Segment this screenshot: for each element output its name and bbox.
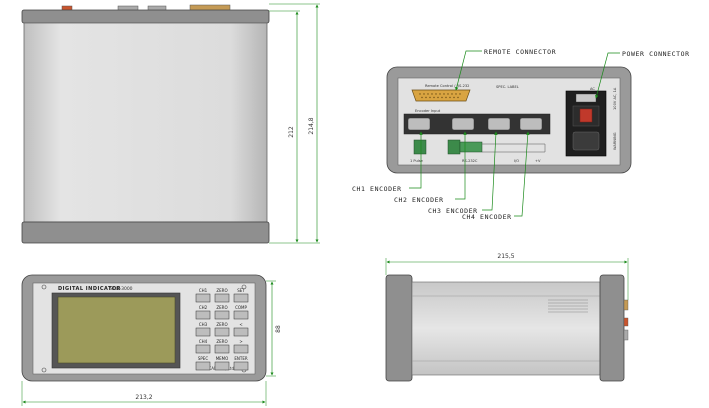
- key-spec-button[interactable]: [195, 361, 211, 371]
- key-zero-button[interactable]: [214, 344, 230, 354]
- dim-front-height: 88: [275, 325, 282, 333]
- key-label: ZERO: [216, 305, 227, 310]
- lcd-display: [57, 296, 176, 364]
- ch3-connector: [487, 117, 511, 131]
- callout-power-connector: POWER CONNECTOR: [622, 50, 690, 58]
- top-view: 212 214,8: [21, 3, 320, 244]
- front-panel-title: DIGITAL INDICATOR: [58, 286, 121, 292]
- terminal-icon: [447, 139, 461, 155]
- terminal-icon: [413, 139, 427, 155]
- key-label: CH2: [199, 305, 208, 310]
- front-dimensions: [21, 280, 276, 406]
- key-label: ZERO: [216, 339, 227, 344]
- front-panel-model: SCD-3000: [110, 286, 133, 292]
- svg-text:AC: AC: [590, 87, 595, 91]
- svg-text:Encoder Input: Encoder Input: [415, 109, 441, 113]
- key-label: ZERO: [216, 322, 227, 327]
- key-ch2-button[interactable]: [195, 310, 211, 320]
- rear-view: Remote Control / RS-232 SPEC. LABEL Enco…: [386, 66, 632, 174]
- key-zero-button[interactable]: [214, 310, 230, 320]
- callout-ch2-encoder: CH2 ENCODER: [394, 196, 444, 204]
- callout-ch4-encoder: CH4 ENCODER: [462, 213, 512, 221]
- key-enter-button[interactable]: [233, 361, 249, 371]
- callout-ch3-encoder: CH3 ENCODER: [428, 207, 478, 215]
- callout-leaders: [409, 50, 620, 217]
- remote-connector-icon: [411, 89, 471, 102]
- svg-text:RS-232C: RS-232C: [462, 159, 478, 163]
- callout-ch1-encoder: CH1 ENCODER: [352, 185, 402, 193]
- svg-text:100V AC, 1A: 100V AC, 1A: [613, 87, 617, 110]
- key-label: MEMO: [216, 356, 229, 361]
- dim-front-width: 213,2: [135, 394, 152, 401]
- svg-text:WARNING: WARNING: [613, 132, 617, 150]
- key-label: ENTER: [234, 356, 247, 361]
- dim-top-outer: 214,8: [308, 117, 315, 134]
- ch2-connector: [451, 117, 475, 131]
- dim-side-width: 215,5: [497, 253, 514, 260]
- key-label: SET: [237, 288, 245, 293]
- key-ch4-button[interactable]: [195, 344, 211, 354]
- svg-text:I/O: I/O: [514, 159, 519, 163]
- svg-text:SPEC. LABEL: SPEC. LABEL: [496, 85, 519, 89]
- key-label: SPEC: [198, 356, 208, 361]
- key-label: CH3: [199, 322, 208, 327]
- key--button[interactable]: [233, 327, 249, 337]
- key-label: ZERO: [216, 288, 227, 293]
- key-label: >: [239, 339, 242, 344]
- key-label: <: [239, 322, 242, 327]
- callout-remote-connector: REMOTE CONNECTOR: [484, 48, 556, 56]
- key-ch3-button[interactable]: [195, 327, 211, 337]
- key-comp-button[interactable]: [233, 310, 249, 320]
- key-label: CH4: [199, 339, 208, 344]
- ch1-connector: [407, 117, 431, 131]
- key-memo-button[interactable]: [214, 361, 230, 371]
- key-zero-button[interactable]: [214, 293, 230, 303]
- side-view: [385, 258, 629, 382]
- key--button[interactable]: [233, 344, 249, 354]
- svg-text:Remote Control / RS-232: Remote Control / RS-232: [425, 84, 469, 88]
- key-label: COMP: [235, 305, 247, 310]
- key-ch1-button[interactable]: [195, 293, 211, 303]
- power-switch-icon: [579, 108, 593, 123]
- key-set-button[interactable]: [233, 293, 249, 303]
- svg-text:+V: +V: [535, 159, 541, 163]
- dim-top-inner: 212: [288, 126, 295, 138]
- ch4-connector: [519, 117, 543, 131]
- key-zero-button[interactable]: [214, 327, 230, 337]
- svg-text:1 Pulse: 1 Pulse: [410, 159, 424, 163]
- key-label: CH1: [199, 288, 208, 293]
